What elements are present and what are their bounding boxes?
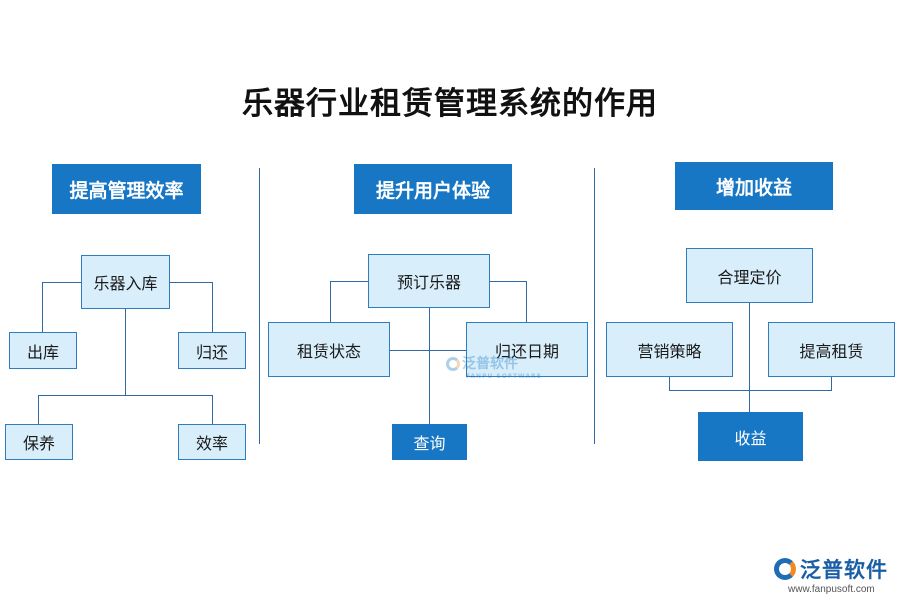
connector — [669, 377, 670, 390]
node-revenue: 收益 — [698, 412, 803, 461]
node-rental-status: 租赁状态 — [268, 322, 390, 377]
section-divider-1 — [259, 168, 260, 444]
watermark-logo: 泛普软件 FANPU SOFTWARE — [446, 353, 542, 380]
section-header-efficiency: 提高管理效率 — [52, 164, 201, 214]
connector — [429, 307, 430, 425]
connector — [526, 281, 527, 324]
connector — [212, 282, 213, 332]
node-reasonable-pricing: 合理定价 — [686, 248, 813, 303]
node-return-date: 归还日期 — [466, 322, 588, 377]
connector — [169, 282, 212, 283]
connector — [330, 281, 369, 282]
section-divider-2 — [594, 168, 595, 444]
fanpu-brand-icon — [774, 558, 796, 580]
connector — [669, 390, 832, 391]
brand-logo: 泛普软件 www.fanpusoft.com — [774, 554, 888, 595]
node-outbound: 出库 — [9, 332, 77, 369]
node-return: 归还 — [178, 332, 246, 369]
node-instrument-inbound: 乐器入库 — [81, 255, 170, 309]
section-header-user-experience: 提升用户体验 — [354, 164, 512, 214]
connector — [831, 377, 832, 390]
node-increase-rentals: 提高租赁 — [768, 322, 895, 377]
connector — [749, 302, 750, 412]
node-marketing-strategy: 营销策略 — [606, 322, 733, 377]
fanpu-logo-icon — [446, 357, 460, 371]
connector — [389, 350, 467, 351]
node-reserve-instrument: 预订乐器 — [368, 254, 490, 308]
connector — [125, 308, 126, 395]
connector — [212, 395, 213, 425]
node-query: 查询 — [392, 424, 467, 460]
diagram-title: 乐器行业租赁管理系统的作用 — [242, 86, 658, 122]
connector — [42, 282, 82, 283]
connector — [42, 282, 43, 332]
connector — [38, 395, 213, 396]
connector — [489, 281, 526, 282]
brand-url: www.fanpusoft.com — [788, 584, 875, 595]
connector — [330, 281, 331, 323]
section-header-increase-revenue: 增加收益 — [675, 162, 833, 210]
node-maintenance: 保养 — [5, 424, 73, 460]
connector — [38, 395, 39, 425]
node-efficiency: 效率 — [178, 424, 246, 460]
